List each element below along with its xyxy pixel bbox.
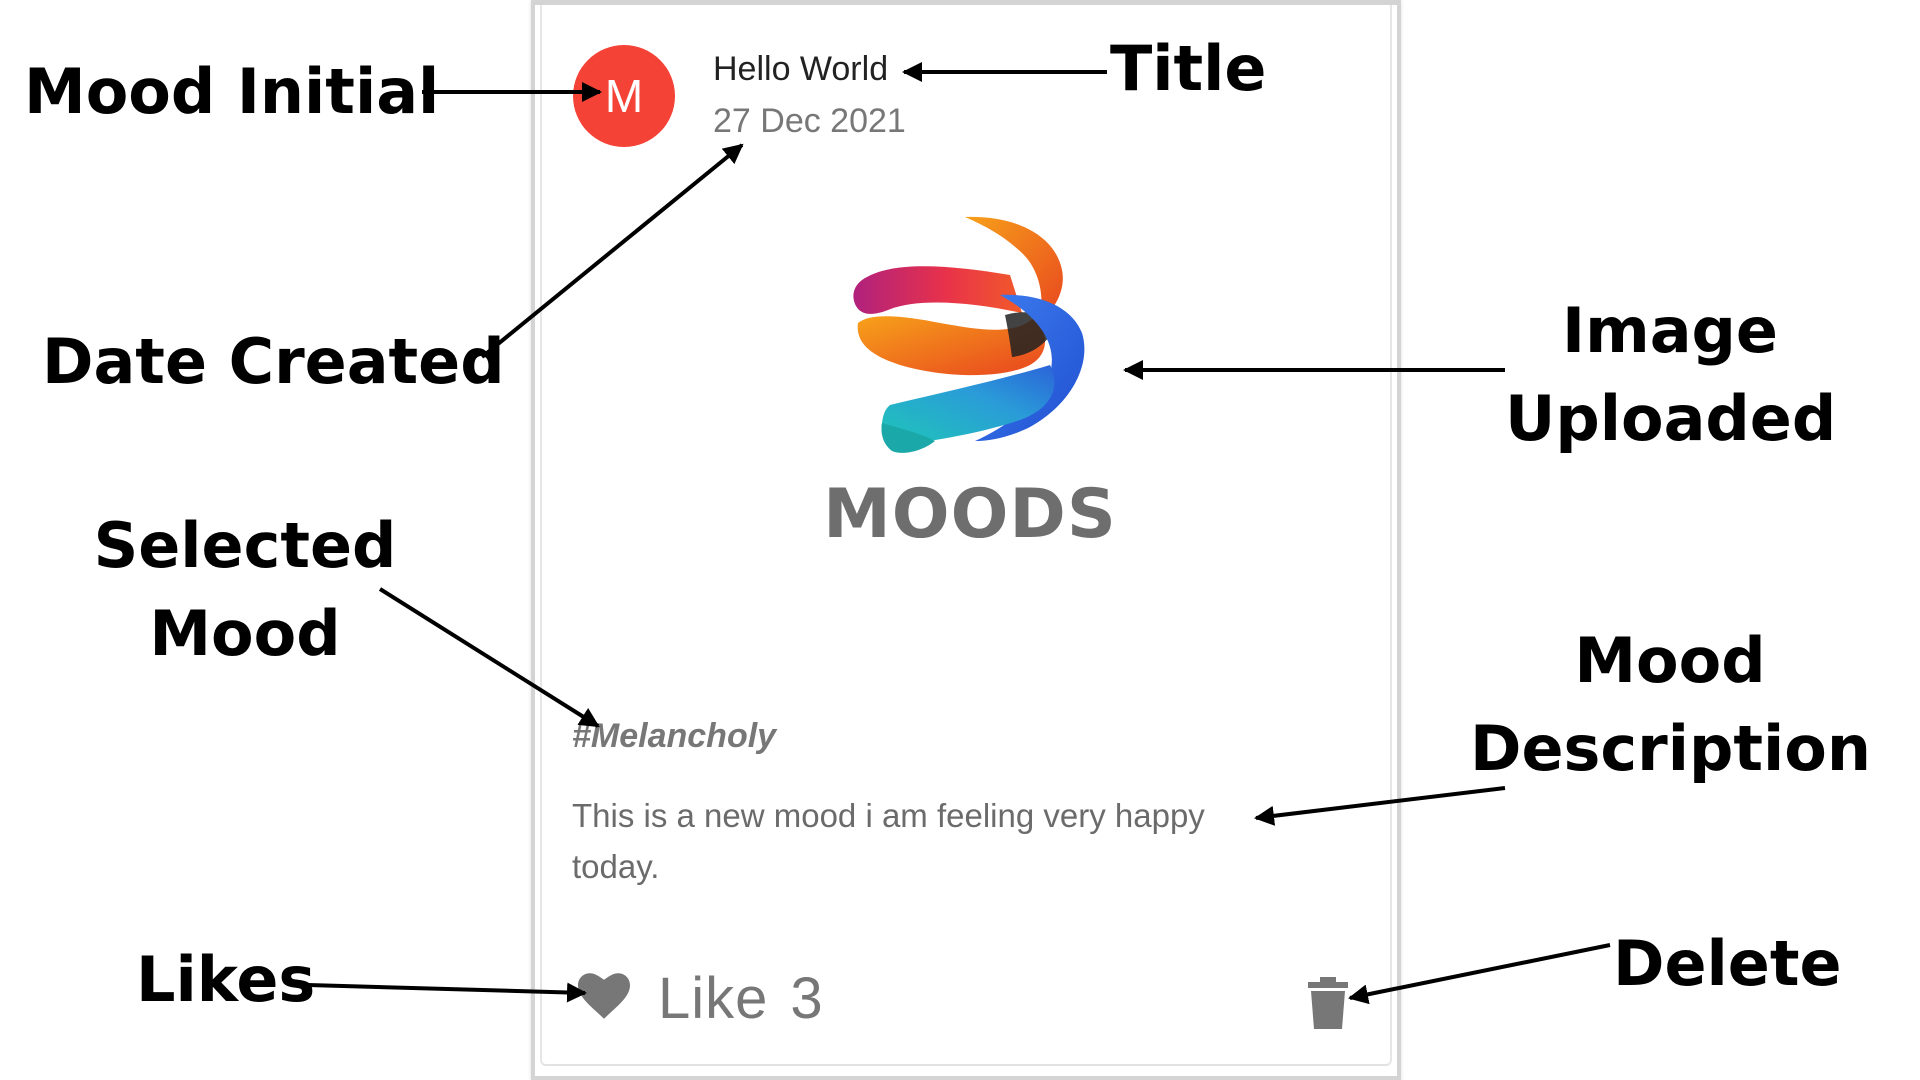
annotation-title: Title	[1110, 32, 1267, 105]
mood-description: This is a new mood i am feeling very hap…	[572, 797, 1205, 885]
mood-initial-avatar: M	[573, 45, 675, 147]
card-border	[540, 5, 1392, 1066]
annotation-selected-mood: Selected Mood	[85, 502, 405, 678]
annotation-mood-description: Mood Description	[1470, 617, 1872, 793]
like-button[interactable]: Like 3	[578, 965, 823, 1032]
annotation-image-uploaded: Image Uploaded	[1505, 287, 1837, 463]
annotation-image-uploaded-line2: Uploaded	[1505, 382, 1837, 455]
annotation-image-uploaded-line1: Image	[1562, 294, 1778, 367]
moods-wordmark: MOODS	[823, 475, 1117, 554]
delete-button[interactable]	[1308, 977, 1348, 1029]
selected-mood-tag: #Melancholy	[572, 717, 777, 755]
moods-logo-image: MOODS	[823, 216, 1117, 554]
post-date: 27 Dec 2021	[713, 102, 906, 140]
annotation-delete: Delete	[1613, 927, 1842, 1000]
annotation-mood-description-line1: Mood	[1574, 624, 1766, 697]
annotation-mood-description-line2: Description	[1470, 712, 1872, 785]
like-label: Like	[658, 966, 769, 1031]
annotation-likes: Likes	[136, 943, 316, 1016]
annotation-date-created: Date Created	[42, 325, 505, 398]
post-title: Hello World	[713, 50, 889, 88]
annotation-selected-mood-line2: Mood	[149, 597, 341, 670]
heart-icon	[578, 973, 630, 1024]
annotation-selected-mood-line1: Selected	[93, 509, 397, 582]
trash-icon	[1308, 977, 1348, 1029]
uploaded-image: MOODS	[800, 205, 1140, 585]
annotation-mood-initial: Mood Initial	[24, 55, 440, 128]
like-count: 3	[790, 966, 823, 1031]
